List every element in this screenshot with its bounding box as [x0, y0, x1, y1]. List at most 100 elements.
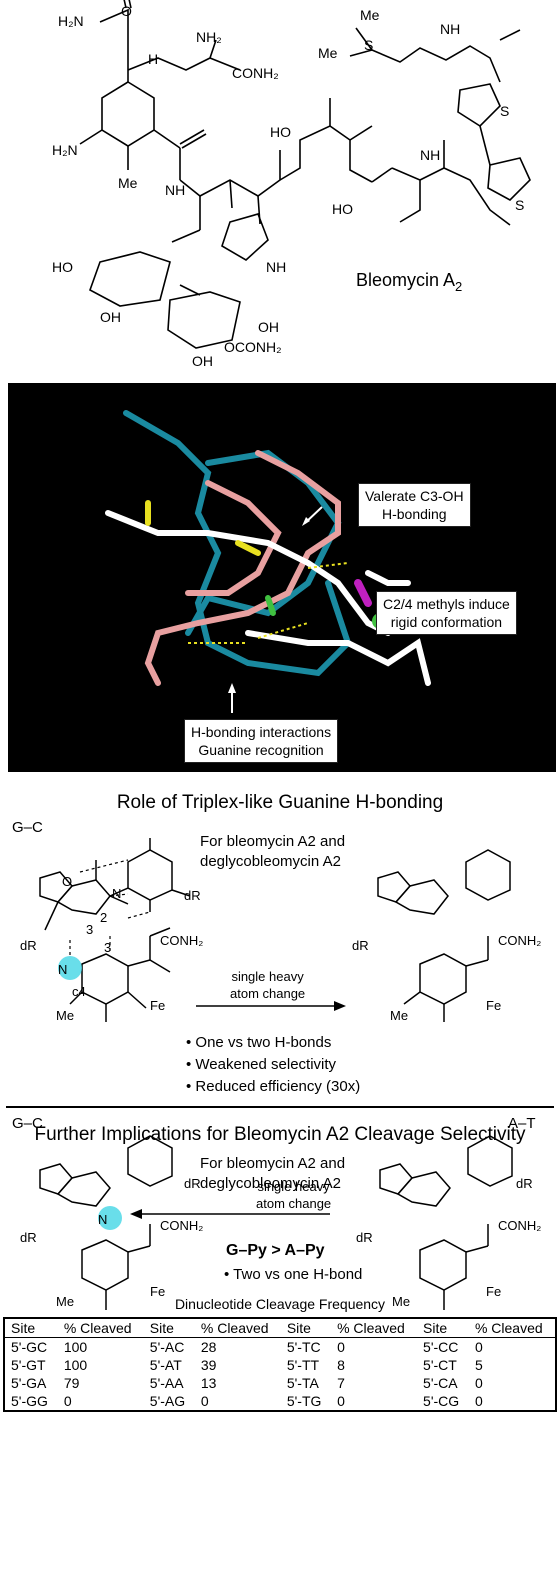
table-cell: 5'-CA	[423, 1375, 458, 1391]
atom-me-s: Me	[360, 7, 380, 23]
s3-n-circle: N	[98, 1212, 107, 1227]
table-cell: 5'-TC	[286, 1339, 321, 1355]
table-cell: 100	[63, 1339, 88, 1355]
s2-c4: c4	[72, 984, 86, 999]
table-cell: 5'-AG	[149, 1393, 186, 1409]
section-divider	[6, 1106, 554, 1108]
atom-s2: S	[500, 103, 509, 119]
col-header: % Cleaved	[468, 1318, 556, 1338]
cleavage-table: Site % Cleaved Site % Cleaved Site % Cle…	[3, 1317, 557, 1412]
table-cell: 0	[63, 1393, 72, 1409]
table-cell: 100	[63, 1357, 88, 1373]
s3-arrow-label: single heavy atom change	[256, 1178, 331, 1212]
table-cell: 5'-AC	[149, 1339, 185, 1355]
table-cell: 5'-AT	[149, 1357, 182, 1373]
table-cell: 5'-GT	[11, 1357, 46, 1373]
atom-nh: H	[148, 51, 158, 67]
s3-fe: Fe	[150, 1284, 165, 1299]
s2-conh2: CONH₂	[160, 933, 203, 948]
s2-arrow-line2: atom change	[230, 986, 306, 1001]
s2r-fe: Fe	[486, 998, 501, 1013]
callout-valerate-line1: Valerate C3-OH	[365, 488, 464, 504]
compound-label: Bleomycin A2	[356, 270, 462, 294]
col-header: % Cleaved	[331, 1318, 418, 1338]
table-cell: 39	[200, 1357, 217, 1373]
col-header: Site	[143, 1318, 195, 1338]
table-title: Dinucleotide Cleavage Frequency	[174, 1296, 386, 1312]
s3-for-line2: deglycobleomycin A2	[200, 1175, 341, 1192]
section2-title: Role of Triplex-like Guanine H-bonding	[116, 792, 444, 813]
s2r-conh2: CONH₂	[498, 933, 541, 948]
callout-hbonding-line2: Guanine recognition	[198, 742, 324, 758]
table-cell: 0	[337, 1393, 345, 1409]
callout-methyls-line2: rigid conformation	[390, 614, 503, 630]
s2-n: N	[112, 886, 121, 901]
s3-dr2: dR	[184, 1176, 201, 1191]
atom-nh-amide: NH	[420, 147, 440, 163]
table-cell: 5'-GA	[11, 1375, 47, 1391]
s2-num3: 3	[86, 922, 93, 937]
table-cell: 5'-AA	[149, 1375, 184, 1391]
s3-for-text: For bleomycin A2 and deglycobleomycin A2	[200, 1154, 345, 1194]
table-header-row: Site % Cleaved Site % Cleaved Site % Cle…	[4, 1318, 556, 1338]
callout-methyls-line1: C2/4 methyls induce	[383, 596, 510, 612]
table-cell: 7	[337, 1375, 345, 1391]
s2-num3b: 3	[104, 940, 111, 955]
s3-bullets: Two vs one H-bond	[224, 1264, 362, 1286]
callout-valerate-line2: H-bonding	[381, 506, 447, 522]
atom-nh2: NH₂	[196, 29, 222, 45]
table-cell: 5'-TA	[286, 1375, 319, 1391]
table-cell: 5'-TT	[286, 1357, 320, 1373]
s2-dr2: dR	[184, 888, 201, 903]
s3-gc-label: G–C	[12, 1115, 43, 1132]
col-header: % Cleaved	[194, 1318, 281, 1338]
s2-for-text: For bleomycin A2 and deglycobleomycin A2	[200, 832, 345, 872]
atom-ho-thr: HO	[332, 201, 353, 217]
table-row: 5'-GT 100 5'-AT 39 5'-TT 8 5'-CT 5	[4, 1356, 556, 1374]
atom-s1: S	[515, 197, 524, 213]
s3-me: Me	[56, 1294, 74, 1309]
table-cell: 5'-GC	[11, 1339, 48, 1355]
section3-title: Further Implications for Bleomycin A2 Cl…	[34, 1124, 526, 1145]
s3-conh2: CONH₂	[160, 1218, 203, 1233]
atom-oh-sugar2: OH	[258, 319, 279, 335]
col-header: % Cleaved	[57, 1318, 144, 1338]
col-header: Site	[4, 1318, 58, 1338]
s3-bullet-1: Two vs one H-bond	[224, 1264, 362, 1286]
s2-bullet-1: One vs two H-bonds	[186, 1032, 360, 1054]
atom-me-s2: Me	[318, 45, 338, 61]
s3r-conh2: CONH₂	[498, 1218, 541, 1233]
s3-dr: dR	[20, 1230, 37, 1245]
s2-num2: 2	[100, 910, 107, 925]
s3r-dr2: dR	[516, 1176, 533, 1191]
table-cell: 5'-GG	[11, 1393, 48, 1409]
s2-arrow-label: single heavy atom change	[230, 968, 305, 1002]
model-render	[105, 410, 431, 713]
s3-arrow-line1: single heavy	[257, 1179, 330, 1194]
s2-bullet-2: Weakened selectivity	[186, 1054, 360, 1076]
table-cell: 5'-CT	[423, 1357, 457, 1373]
atom-nh-top: NH	[440, 21, 460, 37]
atom-splus: S	[364, 37, 373, 53]
s2-me: Me	[56, 1008, 74, 1023]
atom-nh-imid: NH	[266, 259, 286, 275]
s3-conclusion: G–Py > A–Py	[226, 1242, 325, 1259]
s3r-me: Me	[392, 1294, 410, 1309]
s2-o: O	[62, 874, 72, 889]
table-cell: 0	[200, 1393, 209, 1409]
table-cell: 5	[474, 1357, 483, 1373]
atom-h2n-2: H₂N	[52, 142, 78, 158]
col-header: Site	[417, 1318, 469, 1338]
table-cell: 79	[63, 1375, 80, 1391]
s3r-dr: dR	[356, 1230, 373, 1245]
callout-hbonding-line1: H-bonding interactions	[191, 724, 332, 740]
atom-me: Me	[118, 175, 138, 191]
s3-at-label: A–T	[508, 1115, 536, 1132]
table-cell: 8	[337, 1357, 345, 1373]
callout-valerate: Valerate C3-OH H-bonding	[358, 483, 471, 527]
atom-ho-sugar: HO	[52, 259, 73, 275]
table-cell: 13	[200, 1375, 217, 1391]
